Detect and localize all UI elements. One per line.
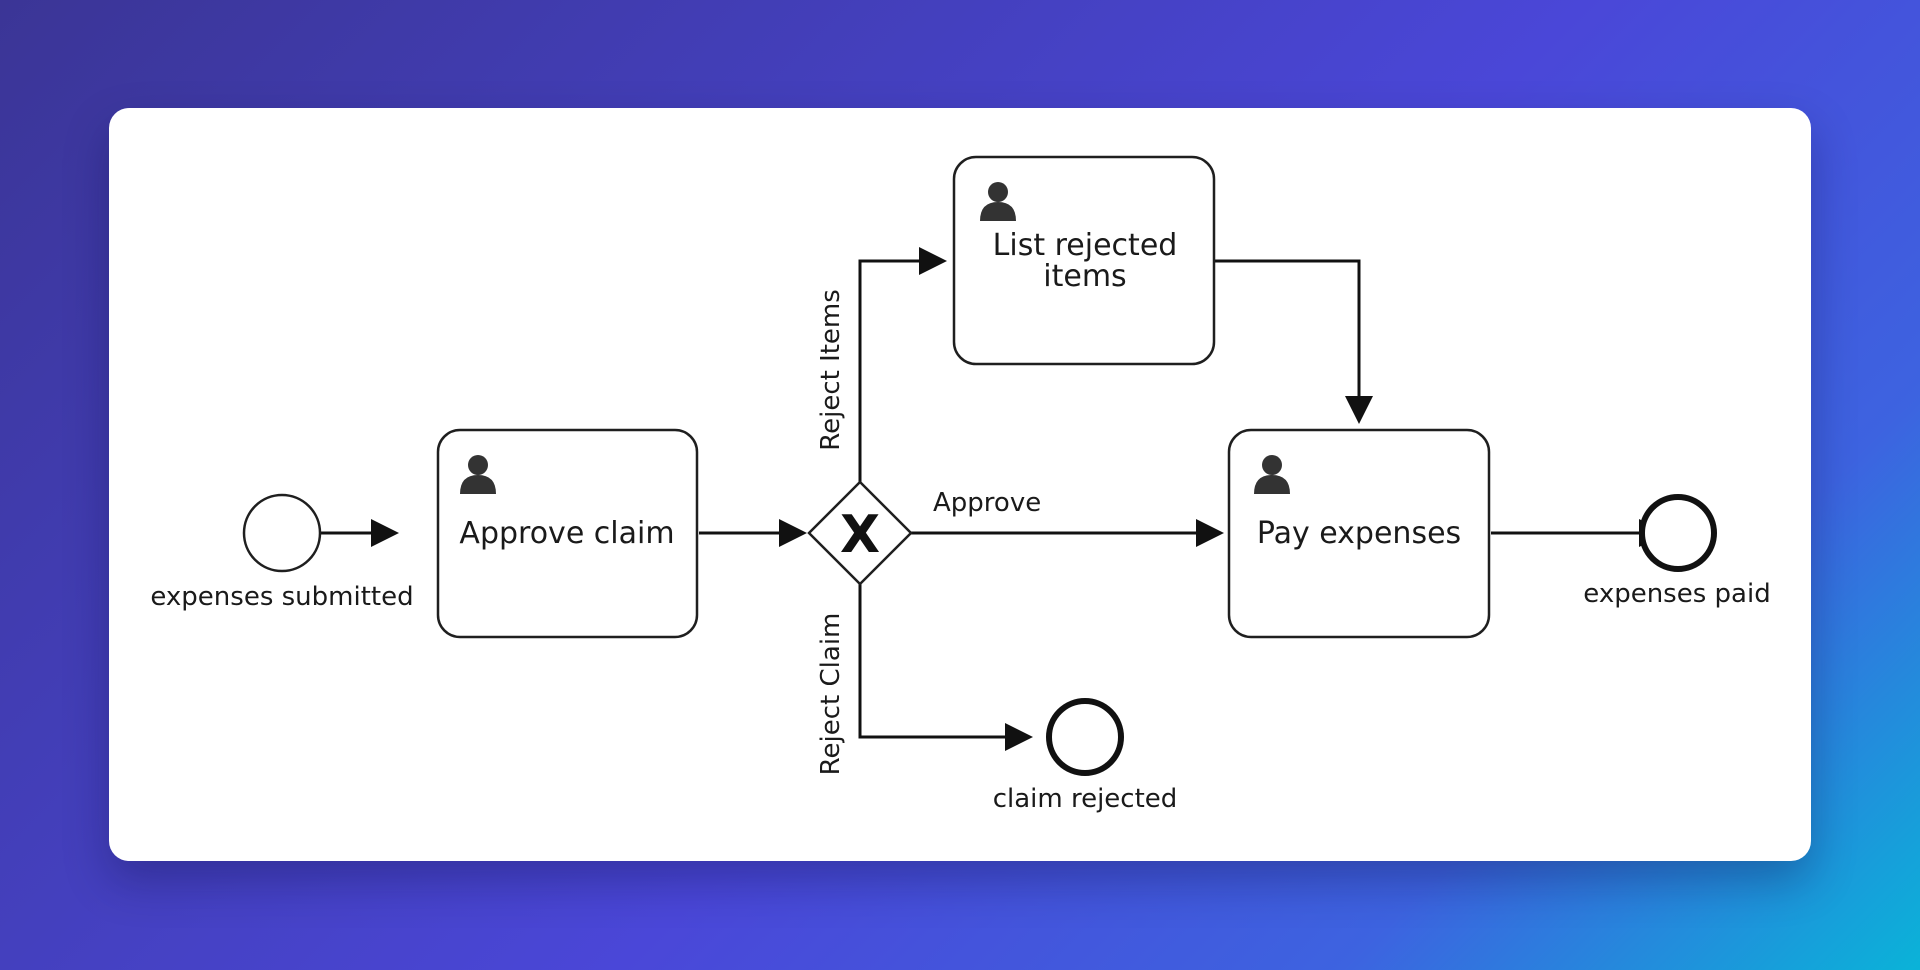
exclusive-gateway-icon: X <box>840 505 880 565</box>
flow-label-reject-items: Reject Items <box>816 289 846 451</box>
task-list-rejected-items[interactable]: List rejected items <box>952 155 1216 366</box>
bpmn-diagram: expenses submitted Approve claim X List … <box>150 155 1771 814</box>
task-list-rejected-label-line1: List rejected <box>993 228 1178 263</box>
start-event[interactable] <box>242 493 322 573</box>
exclusive-gateway[interactable]: X <box>807 480 913 586</box>
task-pay-expenses[interactable]: Pay expenses <box>1227 428 1491 639</box>
flow-start-to-approve <box>321 519 399 547</box>
end-event-expenses-paid-label: expenses paid <box>1583 579 1770 609</box>
end-event-claim-rejected-label: claim rejected <box>993 784 1178 814</box>
flow-reject-items <box>858 247 947 482</box>
flow-approve <box>911 519 1224 547</box>
diagram-card: expenses submitted Approve claim X List … <box>109 108 1811 861</box>
start-event-label: expenses submitted <box>150 582 413 612</box>
flow-approve-to-gateway <box>699 519 807 547</box>
flow-list-to-pay <box>1214 259 1373 424</box>
task-approve-claim[interactable]: Approve claim <box>436 428 699 639</box>
flow-label-approve: Approve <box>933 488 1041 518</box>
task-list-rejected-label-line2: items <box>1043 259 1126 294</box>
task-approve-claim-label: Approve claim <box>459 516 674 551</box>
task-pay-expenses-label: Pay expenses <box>1257 516 1461 551</box>
end-event-claim-rejected[interactable] <box>1046 698 1124 776</box>
flow-label-reject-claim: Reject Claim <box>816 613 846 776</box>
flow-reject-claim <box>858 584 1033 751</box>
end-event-expenses-paid[interactable] <box>1639 494 1717 572</box>
